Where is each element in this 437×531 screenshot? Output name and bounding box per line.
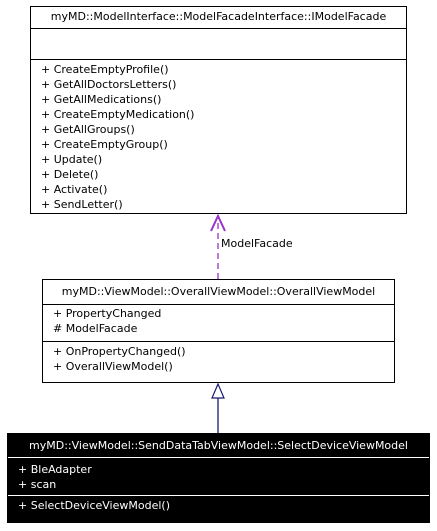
- method-create-empty-profile: + CreateEmptyProfile(): [41, 63, 169, 76]
- method-activate: + Activate(): [41, 183, 108, 196]
- attribute-scan: + scan: [18, 478, 57, 491]
- method-select-device-view-model: + SelectDeviceViewModel(): [18, 499, 170, 512]
- attribute-ble-adapter: + BleAdapter: [18, 463, 92, 476]
- association-arrowhead-icon: [210, 213, 226, 232]
- attributes-section-selectdeviceviewmodel: + BleAdapter + scan: [8, 458, 429, 495]
- method-get-all-doctors-letters: + GetAllDoctorsLetters(): [41, 78, 177, 91]
- class-box-imodelfacade[interactable]: myMD::ModelInterface::ModelFacadeInterfa…: [30, 6, 407, 214]
- class-title-imodelfacade[interactable]: myMD::ModelInterface::ModelFacadeInterfa…: [31, 7, 406, 29]
- class-box-overallviewmodel[interactable]: myMD::ViewModel::OverallViewModel::Overa…: [42, 279, 395, 383]
- method-create-empty-medication: + CreateEmptyMedication(): [41, 108, 195, 121]
- association-label: ModelFacade: [221, 237, 293, 251]
- method-overall-view-model: + OverallViewModel(): [53, 360, 173, 373]
- method-delete: + Delete(): [41, 168, 99, 181]
- method-update: + Update(): [41, 153, 103, 166]
- attributes-section-overallviewmodel: + PropertyChanged # ModelFacade: [43, 305, 394, 341]
- method-send-letter: + SendLetter(): [41, 198, 123, 211]
- method-on-property-changed: + OnPropertyChanged(): [53, 345, 186, 358]
- method-create-empty-group: + CreateEmptyGroup(): [41, 138, 168, 151]
- class-title-overallviewmodel[interactable]: myMD::ViewModel::OverallViewModel::Overa…: [43, 280, 394, 305]
- method-get-all-medications: + GetAllMedications(): [41, 93, 162, 106]
- method-get-all-groups: + GetAllGroups(): [41, 123, 135, 136]
- methods-section-overallviewmodel: + OnPropertyChanged() + OverallViewModel…: [43, 341, 394, 376]
- inheritance-triangle-icon: [211, 382, 225, 399]
- attribute-model-facade: # ModelFacade: [53, 322, 138, 335]
- methods-section-imodelfacade: + CreateEmptyProfile() + GetAllDoctorsLe…: [31, 59, 406, 214]
- attribute-property-changed: + PropertyChanged: [53, 307, 162, 320]
- class-title-selectdeviceviewmodel[interactable]: myMD::ViewModel::SendDataTabViewModel::S…: [8, 434, 429, 458]
- class-box-selectdeviceviewmodel[interactable]: myMD::ViewModel::SendDataTabViewModel::S…: [7, 433, 430, 523]
- methods-section-selectdeviceviewmodel: + SelectDeviceViewModel(): [8, 495, 429, 515]
